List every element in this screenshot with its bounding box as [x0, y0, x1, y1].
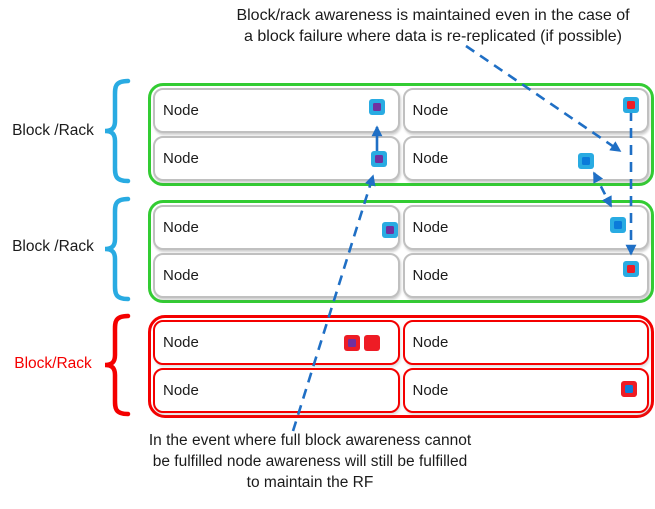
block-group-3: Node Node Node Node [148, 315, 654, 418]
node-label: Node [163, 219, 199, 236]
node-label: Node [412, 382, 449, 399]
brace-icon-block3 [104, 313, 131, 417]
block-group-1: Node Node Node Node [148, 83, 654, 186]
annotation-bottom: In the event where full block awareness … [110, 430, 510, 493]
annotation-bottom-line1: In the event where full block awareness … [148, 432, 472, 449]
node-label: Node [412, 102, 449, 119]
replica-inner [625, 385, 633, 393]
block-label-3: Block/Rack [14, 355, 92, 372]
node-box: Node [153, 88, 400, 133]
brace-icon-block2 [104, 196, 131, 302]
node-box: Node [153, 253, 400, 298]
replica-marker-purple [382, 222, 398, 238]
block-group-2: Node Node Node Node [148, 200, 654, 303]
replica-marker-purple [369, 99, 385, 115]
node-label: Node [163, 382, 199, 399]
replica-inner [627, 265, 635, 273]
replica-inner [386, 226, 394, 234]
annotation-bottom-line3: to maintain the RF [246, 474, 374, 491]
brace-icon-block1 [104, 78, 131, 184]
node-box: Node [153, 368, 400, 413]
node-box: Node [153, 320, 400, 365]
node-box: Node [402, 320, 649, 365]
node-label: Node [412, 334, 449, 351]
node-label: Node [163, 334, 199, 351]
node-box: Node [153, 136, 400, 181]
replica-inner [627, 101, 635, 109]
node-box: Node [402, 368, 649, 413]
node-box: Node [402, 136, 649, 181]
node-label: Node [163, 267, 199, 284]
block-label-2: Block /Rack [12, 238, 94, 255]
replica-marker-purple-failed [344, 335, 360, 351]
node-label: Node [412, 267, 449, 284]
replica-marker-blue [610, 217, 626, 233]
replica-inner [375, 155, 383, 163]
block-label-1: Block /Rack [12, 122, 94, 139]
node-box: Node [402, 253, 649, 298]
node-label: Node [163, 150, 199, 167]
node-label: Node [412, 219, 449, 236]
replica-marker-red [623, 97, 639, 113]
replica-marker-red-solid [364, 335, 380, 351]
replica-marker-blue-failed [621, 381, 637, 397]
replica-inner [582, 157, 590, 165]
replica-marker-purple [371, 151, 387, 167]
annotation-top-line2: a block failure where data is re-replica… [244, 28, 622, 45]
replica-marker-blue [578, 153, 594, 169]
replica-inner [614, 221, 622, 229]
annotation-top: Block/rack awareness is maintained even … [213, 5, 653, 47]
node-label: Node [412, 150, 449, 167]
replica-inner [373, 103, 381, 111]
node-box: Node [153, 205, 400, 250]
replica-marker-red [623, 261, 639, 277]
node-box: Node [402, 205, 649, 250]
annotation-bottom-line2: be fulfilled node awareness will still b… [152, 453, 468, 470]
node-label: Node [163, 102, 199, 119]
replica-inner [348, 339, 356, 347]
annotation-top-line1: Block/rack awareness is maintained even … [236, 7, 630, 24]
node-box: Node [402, 88, 649, 133]
